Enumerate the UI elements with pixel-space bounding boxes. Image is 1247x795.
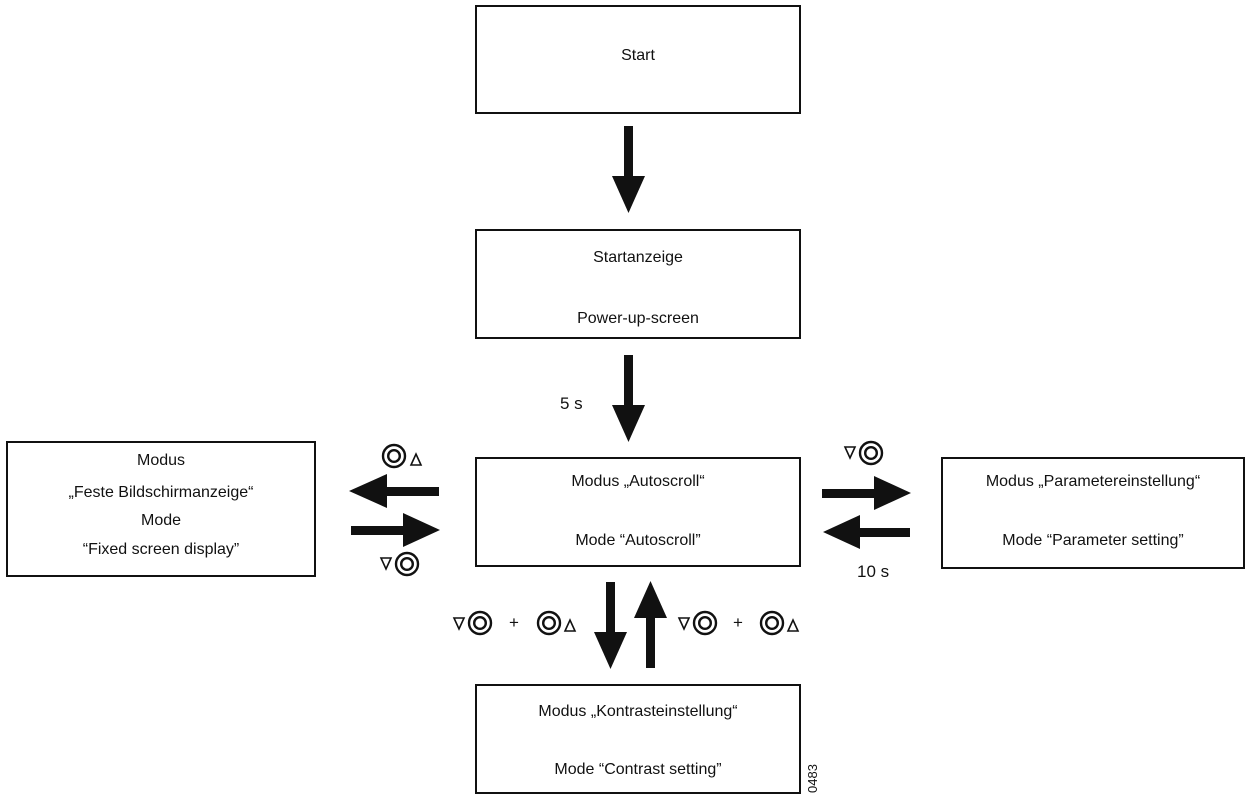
arrow-autoscroll-to-contrast xyxy=(594,582,627,669)
button-ring-icon xyxy=(381,443,407,469)
plus-sign-left: + xyxy=(509,613,519,632)
arrow-fixed-to-autoscroll xyxy=(351,513,440,547)
up-triangle-icon xyxy=(786,618,800,632)
arrow-parameter-to-autoscroll xyxy=(823,515,910,549)
contrast-box xyxy=(475,684,801,794)
button-ring-icon xyxy=(759,610,785,636)
autoscroll-box xyxy=(475,457,801,567)
parameter-label-de: Modus „Parametereinstellung“ xyxy=(985,473,1201,490)
delay-10s-label: 10 s xyxy=(857,562,890,581)
up-triangle-icon xyxy=(563,618,577,632)
arrow-start-to-startanzeige xyxy=(612,126,645,213)
contrast-label-en: Mode “Contrast setting” xyxy=(554,761,722,778)
autoscroll-label-de: Modus „Autoscroll“ xyxy=(571,473,705,490)
start-label: Start xyxy=(621,47,655,64)
up-triangle-icon xyxy=(409,452,423,466)
parameter-box xyxy=(941,457,1245,569)
fixed-screen-line4: “Fixed screen display” xyxy=(82,541,240,558)
arrow-startanzeige-to-autoscroll xyxy=(612,355,645,442)
parameter-label-en: Mode “Parameter setting” xyxy=(1002,532,1184,549)
contrast-label-de: Modus „Kontrasteinstellung“ xyxy=(538,703,738,720)
plus-sign-right: + xyxy=(733,613,743,632)
fixed-screen-line1: Modus xyxy=(136,452,186,469)
down-triangle-icon xyxy=(843,446,857,460)
button-ring-icon xyxy=(467,610,493,636)
startanzeige-label-en: Power-up-screen xyxy=(577,310,699,327)
down-triangle-icon xyxy=(677,617,691,631)
start-box xyxy=(475,5,801,114)
fixed-screen-line2: „Feste Bildschirmanzeige“ xyxy=(68,484,254,501)
arrow-autoscroll-to-fixed xyxy=(349,474,439,508)
button-ring-icon xyxy=(692,610,718,636)
button-ring-icon xyxy=(394,551,420,577)
button-ring-icon xyxy=(536,610,562,636)
arrow-autoscroll-to-parameter xyxy=(822,476,911,510)
down-triangle-icon xyxy=(452,617,466,631)
arrow-contrast-to-autoscroll xyxy=(634,581,667,668)
fixed-screen-line3: Mode xyxy=(140,512,182,529)
autoscroll-label-en: Mode “Autoscroll” xyxy=(575,532,701,549)
figure-id: 0483 xyxy=(805,764,820,793)
down-triangle-icon xyxy=(379,557,393,571)
startanzeige-label-de: Startanzeige xyxy=(593,249,683,266)
button-ring-icon xyxy=(858,440,884,466)
fixed-screen-box xyxy=(6,441,316,577)
startanzeige-box xyxy=(475,229,801,339)
delay-5s-label: 5 s xyxy=(560,394,583,413)
